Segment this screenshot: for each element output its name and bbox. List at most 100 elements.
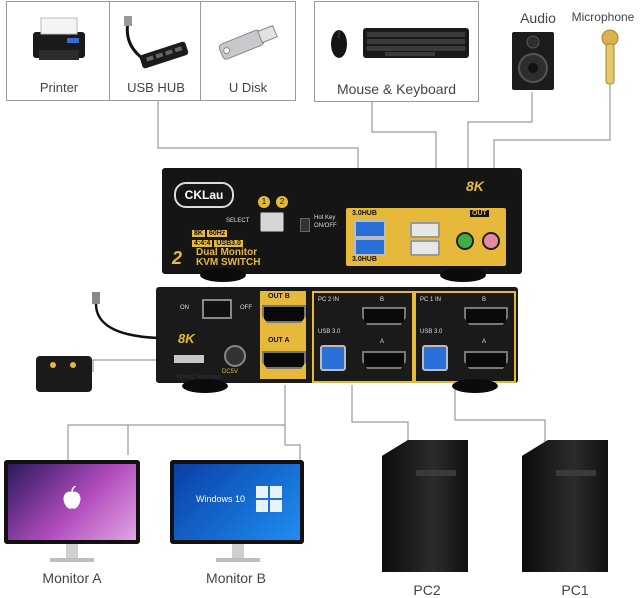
pc1-hdmi-b[interactable] (464, 307, 508, 325)
back-8k-badge: 8K (178, 331, 195, 346)
pc2-hdmi-b[interactable] (362, 307, 406, 325)
pc2-usb-label: USB 3.0 (318, 329, 341, 335)
front-8k-badge: 8K (466, 178, 484, 194)
monitor-b-screen: Windows 10 (174, 464, 300, 540)
monitor-b-stand (232, 544, 244, 560)
pc2-in-label: PC 2 IN (318, 297, 340, 303)
pc2-panel: PC 2 IN B USB 3.0 A (312, 291, 414, 383)
out-a-hdmi[interactable] (262, 351, 306, 369)
dc-power-port[interactable] (224, 345, 246, 367)
hub-top-label: 3.0HUB (352, 210, 377, 217)
wired-remote-device[interactable] (36, 356, 92, 392)
spec-444: 4:4:4 (192, 240, 213, 247)
mic-jack[interactable] (482, 232, 500, 250)
kvm-front-panel: CKLau 8K SELECT 1 2 Hot Key ON/OFF 8K 60… (162, 168, 522, 274)
audio-jack[interactable] (456, 232, 474, 250)
front-foot-left (200, 268, 246, 282)
front-hub-panel: 3.0HUB 3.0HUB OUT (346, 208, 506, 266)
remote-port[interactable] (174, 355, 204, 363)
pc1-usb-b-port[interactable] (422, 345, 448, 371)
audio-out-label: OUT (470, 210, 489, 217)
pc1-usb-label: USB 3.0 (420, 329, 443, 335)
spec-60hz: 60Hz (206, 230, 228, 237)
hotkey-switch[interactable] (300, 218, 310, 232)
monitor-b: Windows 10 (170, 460, 304, 544)
spec-badges-2: 4:4:4 USB3.0 (192, 240, 243, 247)
wire-pc1 (454, 385, 546, 445)
mouse-keyboard-box: Mouse & Keyboard (314, 1, 479, 102)
pc1-port-a-label: A (482, 339, 487, 345)
hub-bottom-label: 3.0HUB (352, 256, 377, 263)
wire-pc2 (351, 385, 409, 445)
power-on-label: ON (180, 305, 189, 311)
remote-cable-icon (92, 292, 159, 340)
monitor-b-label: Monitor B (206, 570, 266, 586)
brand-logo: CKLau (174, 182, 234, 208)
out-b-hdmi[interactable] (262, 305, 306, 323)
kvm-back-panel: ON OFF 8K DC5V OUT B OUT A PC 2 IN B USB… (156, 287, 518, 383)
apple-logo-icon (63, 486, 81, 509)
title-line1: Dual Monitor (196, 247, 258, 258)
select-label: SELECT (226, 218, 250, 224)
back-foot-left (182, 379, 228, 393)
front-kb-usb-port-1[interactable] (410, 222, 440, 238)
pc2-tower (382, 440, 468, 572)
monitor-a-screen (8, 464, 136, 540)
front-usb3-port-1[interactable] (354, 220, 386, 238)
spec-usb: USB3.0 (214, 240, 243, 247)
led-2: 2 (276, 196, 288, 208)
pc1-hdmi-a[interactable] (464, 351, 508, 369)
usb-flash-drive-icon (218, 24, 278, 60)
pc2-label: PC2 (413, 582, 441, 598)
front-kb-usb-port-2[interactable] (410, 240, 440, 256)
microphone-icon (601, 29, 619, 85)
monitor-b-base (216, 558, 260, 562)
remote-led-1 (50, 362, 56, 368)
pc2-port-a-label: A (380, 339, 385, 345)
pc2-hdmi-a[interactable] (362, 351, 406, 369)
windows-logo-icon (256, 486, 282, 512)
spec-8k: 8K (192, 230, 205, 237)
pc2-bay (416, 470, 456, 476)
monitor-a (4, 460, 140, 544)
speaker-icon (512, 32, 554, 90)
pc2-usb-b-port[interactable] (320, 345, 346, 371)
product-title: Dual Monitor KVM SWITCH (196, 248, 260, 268)
pc1-tower (522, 440, 608, 572)
mouse-keyboard-icon (331, 28, 469, 58)
wire-monitor-a-1 (127, 385, 286, 455)
front-foot-right (440, 268, 486, 282)
windows-text: Windows 10 (196, 494, 246, 504)
power-switch[interactable] (202, 299, 232, 319)
audio-label: Audio (520, 10, 556, 26)
usb-hub-box: USB HUB (109, 1, 203, 101)
out-b-label: OUT B (268, 293, 290, 300)
pc1-label: PC1 (561, 582, 589, 598)
usb-hub-icon (124, 16, 189, 69)
monitor-a-label: Monitor A (42, 570, 102, 586)
u-disk-label: U Disk (228, 80, 268, 95)
monitor-a-base (50, 558, 94, 562)
usb-hub-label: USB HUB (127, 80, 185, 95)
led-1: 1 (258, 196, 270, 208)
pc1-port-b-label: B (482, 297, 487, 303)
port-count: 2 (172, 248, 183, 268)
out-a-label: OUT A (268, 337, 290, 344)
mouse-keyboard-label: Mouse & Keyboard (336, 81, 457, 97)
printer-label: Printer (39, 80, 79, 95)
front-usb3-port-2[interactable] (354, 238, 386, 256)
power-off-label: OFF (240, 305, 252, 311)
printer-box: Printer (6, 1, 112, 101)
pc1-in-label: PC 1 IN (420, 297, 442, 303)
wired-remote-label: Wired Remote (176, 374, 221, 381)
dc-label: DC5V (222, 369, 239, 375)
select-button[interactable] (260, 212, 284, 232)
wire-monitor-a-2 (67, 424, 128, 460)
microphone-label: Microphone (571, 10, 635, 24)
out-panel: OUT B OUT A (260, 291, 306, 379)
wire-monitor-b (284, 425, 301, 460)
hotkey-label: Hot Key ON/OFF (314, 215, 337, 229)
title-line2: KVM SWITCH (196, 257, 261, 268)
pc1-bay (556, 470, 596, 476)
spec-badges: 8K 60Hz (192, 230, 228, 237)
